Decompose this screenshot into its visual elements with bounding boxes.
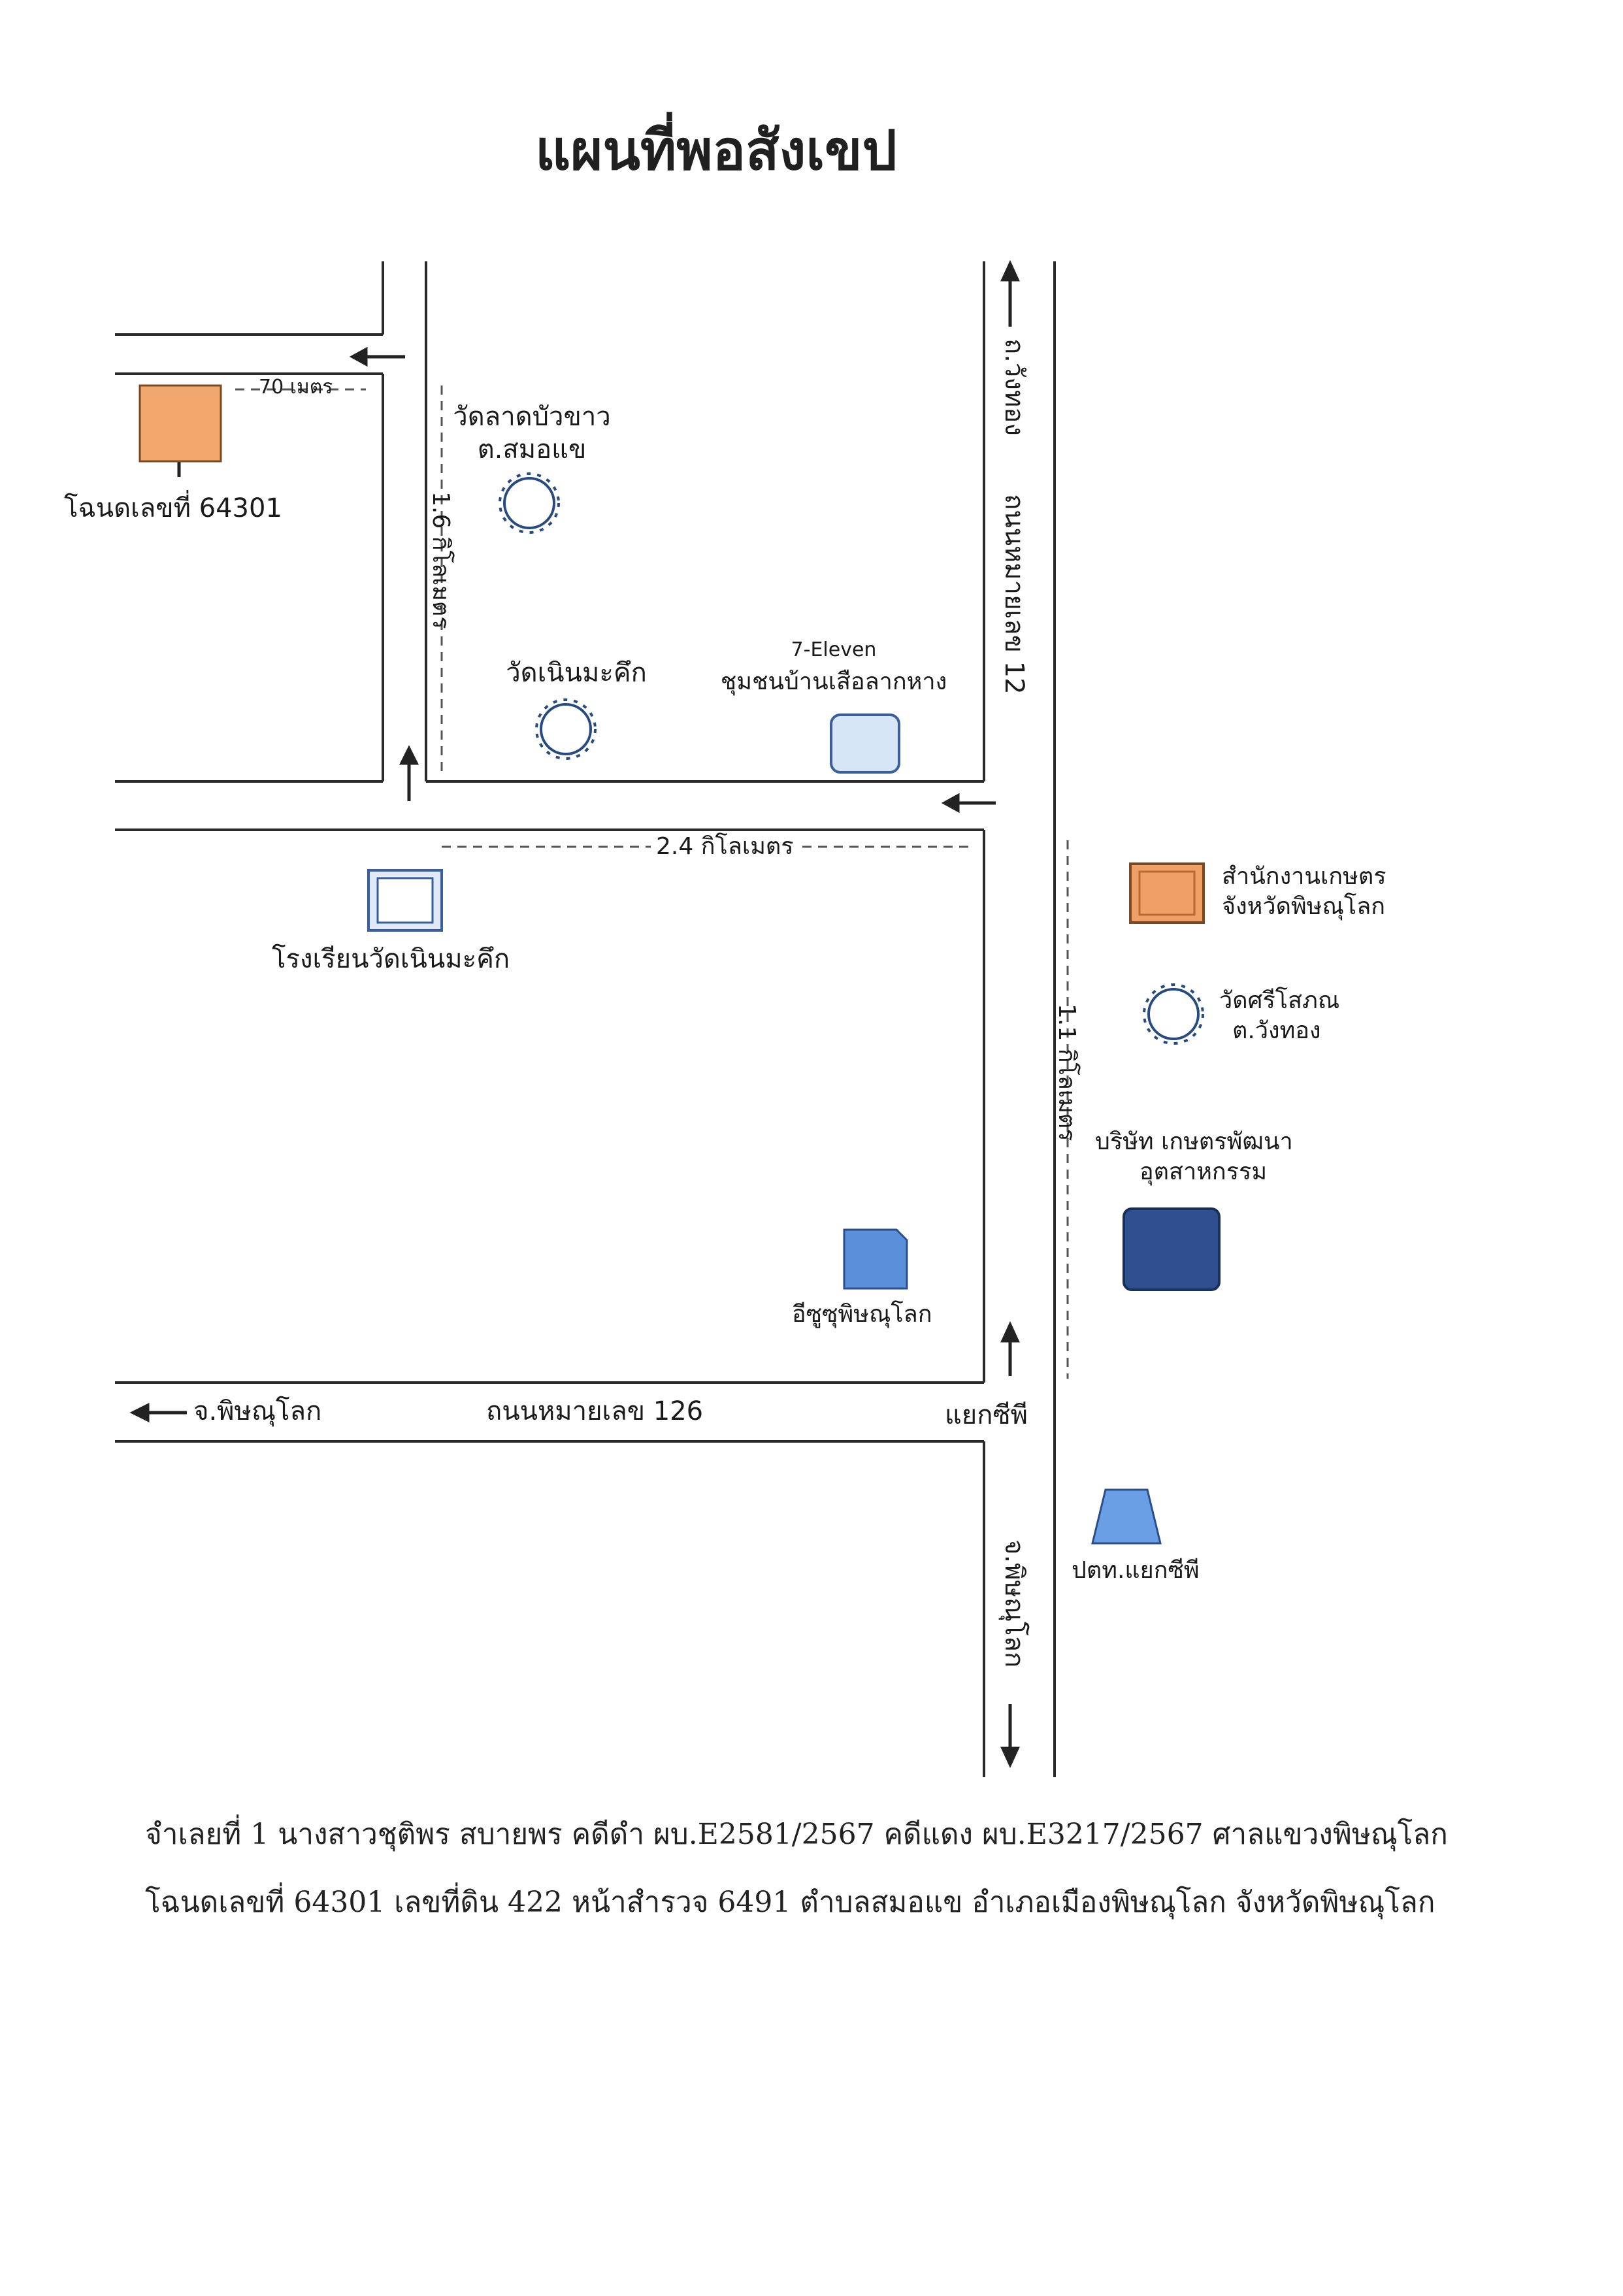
distance-1-1km: 1.1 กิโลเมตร: [1053, 1004, 1080, 1141]
temple-icon-latbuakhao: [499, 472, 560, 534]
wat-latbuakhao-label-1: วัดลาดบัวขาว: [453, 402, 611, 432]
seven-eleven-label: 7-Eleven: [791, 638, 877, 661]
wat-latbuakhao-label-2: ต.สมอแข: [477, 435, 587, 465]
isuzu-icon: [843, 1228, 908, 1290]
agri-office-icon: [1129, 862, 1205, 924]
plot-label: โฉนดเลขที่ 64301: [64, 493, 282, 523]
wat-noenmakuek-label: วัดเนินมะคึก: [506, 658, 647, 688]
temple-icon-sirisophon: [1143, 983, 1204, 1045]
pea-label: ปตท.แยกซีพี: [1072, 1557, 1200, 1584]
temple-icon-noenmakuek: [535, 698, 597, 760]
temple-icons: [499, 472, 1204, 1045]
wat-sirisophon-label-1: วัดศรีโสภณ: [1219, 987, 1340, 1014]
agri-office-label-2: จังหวัดพิษณุโลก: [1222, 893, 1386, 920]
road-highway-12: ถนนหมายเลข 12: [999, 494, 1029, 695]
school-icon: [367, 869, 443, 932]
road-highway-126: ถนนหมายเลข 126: [486, 1396, 704, 1426]
pea-icon: [1091, 1488, 1162, 1545]
company-icon: [1123, 1207, 1221, 1291]
distance-70m: 70 เมตร: [259, 376, 333, 399]
road-bottom-phitsanulok: จ.พิษณุโลก: [999, 1539, 1029, 1668]
company-label-1: บริษัท เกษตรพัฒนา: [1095, 1128, 1293, 1155]
direction-arrows: [129, 259, 1020, 1769]
school-label: โรงเรียนวัดเนินมะคึก: [272, 944, 510, 974]
seven-eleven-icon: [830, 713, 900, 774]
distance-2-4km: 2.4 กิโลเมตร: [651, 835, 799, 859]
isuzu-label: อีซูซุพิษณุโลก: [792, 1301, 932, 1328]
plot-icon: [139, 384, 222, 463]
wat-sirisophon-label-2: ต.วังทอง: [1232, 1017, 1321, 1044]
footer-line-1: จำเลยที่ 1 นางสาวชุติพร สบายพร คดีดำ ผบ.…: [145, 1818, 1448, 1851]
road-lines: [115, 261, 1056, 1777]
footer-line-2: โฉนดเลขที่ 64301 เลขที่ดิน 422 หน้าสำรวจ…: [145, 1886, 1435, 1919]
road-to-phitsanulok: จ.พิษณุโลก: [193, 1396, 322, 1426]
community-label: ชุมชนบ้านเสือลากหาง: [720, 668, 947, 695]
road-wangthong: ถ.วังทอง: [999, 338, 1029, 436]
company-label-2: อุตสาหกรรม: [1139, 1158, 1268, 1185]
junction-cp: แยกซีพี: [945, 1400, 1028, 1430]
distance-1-6km: 1.6 กิโลเมตร: [427, 491, 454, 629]
distance-lines: [235, 385, 1069, 1379]
page-title: แผนที่พอสังเขป: [535, 118, 897, 182]
agri-office-label-1: สำนักงานเกษตร: [1222, 863, 1386, 890]
